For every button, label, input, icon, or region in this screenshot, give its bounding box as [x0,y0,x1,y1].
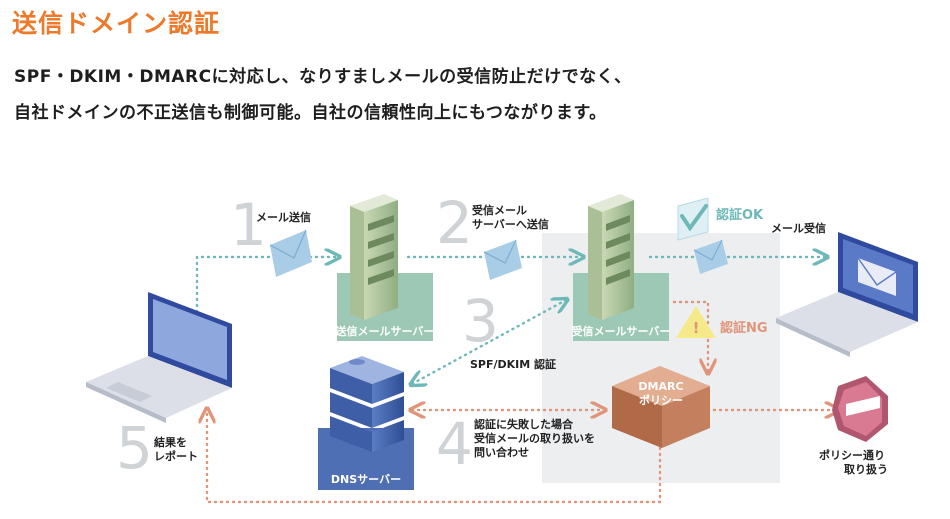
auth-ng-badge: ! 認証NG [676,306,768,338]
step-1-label: メール送信 [256,210,311,224]
mail-envelope-icon-3 [693,239,728,274]
page-title: 送信ドメイン認証 [12,9,221,38]
receiver-mail-server: 受信メールサーバー [572,194,671,341]
mail-envelope-icon-1 [269,229,312,277]
warning-icon [676,306,716,338]
dmarc-policy-block: DMARC ポリシー [612,366,710,448]
flow-line-report [207,410,662,504]
dns-server-label: DNSサーバー [331,473,401,486]
step-3-label: SPF/DKIM 認証 [470,357,556,371]
step-2-label-line2: サーバーへ送信 [472,217,549,231]
mail-envelope-icon-2 [483,239,522,280]
svg-text:!: ! [693,319,700,337]
step-number-4: 4 [436,410,473,478]
receiver-mail-server-label: 受信メールサーバー [572,324,671,338]
checkmark-icon [680,204,708,232]
step-2-label-line1: 受信メール [472,203,527,217]
auth-ok-badge: 認証OK [677,197,764,241]
description-line-1: SPF・DKIM・DMARCに対応し、なりすましメールの受信防止だけでなく、 [14,67,632,87]
step-4-label-line3: 問い合わせ [474,445,529,459]
policy-handle-line2: 取り扱う [844,462,888,476]
sender-laptop-icon [86,292,232,423]
step-5-label-line1: 結果を [154,435,187,449]
flow-line-auth-ng [672,300,708,372]
receiver-laptop-icon [776,232,918,357]
mail-receive-label: メール受信 [771,221,826,235]
no-entry-icon [832,376,888,442]
sender-mail-server: 送信メールサーバー [335,194,435,341]
step-number-3: 3 [462,287,499,355]
flow-line-send [195,257,338,314]
description-line-2: 自社ドメインの不正送信も制御可能。自社の信頼性向上にもつながります。 [14,103,607,123]
step-4-label-line2: 受信メールの取り扱いを [474,431,595,445]
sender-mail-server-label: 送信メールサーバー [335,324,435,338]
auth-ng-label: 認証NG [720,320,768,336]
auth-ok-label: 認証OK [716,207,764,223]
step-number-1: 1 [230,191,267,259]
step-number-2: 2 [436,189,473,257]
policy-handle-line1: ポリシー通り [819,448,885,462]
dmarc-label: DMARC [638,380,683,393]
dns-server: DNSサーバー [318,356,414,490]
step-number-5: 5 [116,414,153,482]
step-5-label-line2: レポート [154,449,198,463]
dmarc-policy-label: ポリシー [639,393,683,407]
step-4-label-line1: 認証に失敗した場合 [474,417,574,431]
flow-line-spf-dkim [412,300,566,384]
